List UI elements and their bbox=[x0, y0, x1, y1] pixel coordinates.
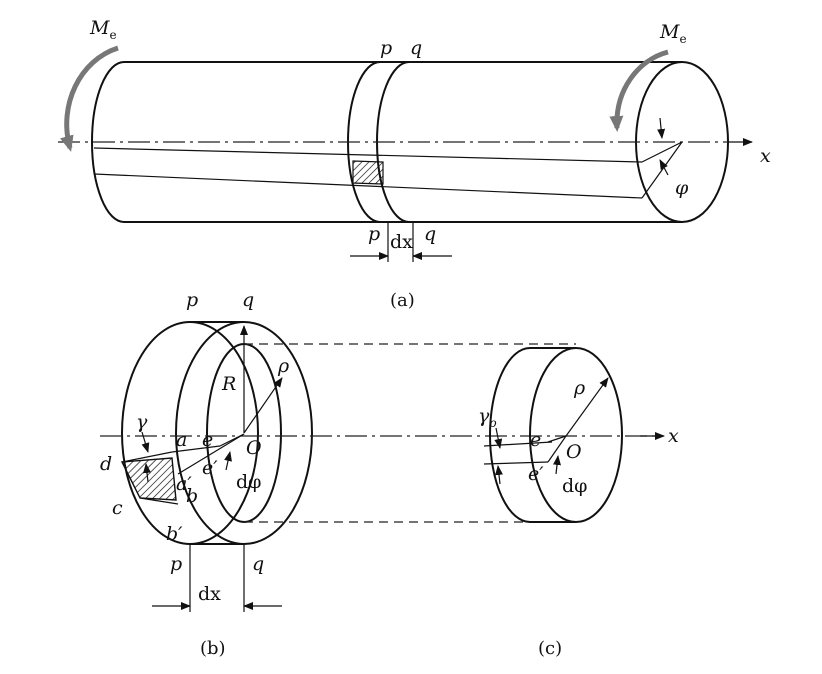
label-e-prime-b: e′ bbox=[202, 457, 218, 479]
radius-rho-arrow-b bbox=[243, 377, 283, 434]
line-gen-c bbox=[483, 441, 553, 447]
phi-pointer bbox=[659, 159, 669, 176]
label-b: b bbox=[186, 485, 198, 507]
caption-c: (c) bbox=[538, 638, 562, 659]
label-q-top: q bbox=[410, 37, 422, 59]
dphi-pointer-b bbox=[224, 451, 232, 471]
gamma-pointer bbox=[141, 431, 150, 453]
label-c: c bbox=[112, 497, 123, 519]
label-rho-c: ρ bbox=[573, 377, 586, 399]
line-aprime-O bbox=[177, 433, 245, 475]
moment-arrow-left bbox=[60, 45, 119, 152]
label-O-c: O bbox=[566, 441, 582, 463]
label-phi-a: φ bbox=[675, 177, 689, 199]
label-x-c: x bbox=[668, 425, 679, 447]
line-d-a bbox=[121, 451, 173, 463]
label-e-b: e bbox=[202, 429, 213, 451]
dphi-pointer-c bbox=[553, 455, 561, 475]
label-p-b-bottom: p bbox=[170, 553, 182, 575]
label-q-b-top: q bbox=[242, 289, 254, 311]
shaft-left-end bbox=[91, 61, 125, 223]
face-radius-twisted-a bbox=[641, 141, 683, 199]
shaft-figure-a: Me Me p q p q dx x φ (a) bbox=[58, 17, 771, 311]
ring-figure-b: p q R ρ γ a a′ e e′ O dφ d c b b′ p q dx… bbox=[100, 289, 660, 659]
cylinder-back bbox=[489, 347, 531, 523]
line-gen-twisted-c bbox=[483, 461, 549, 465]
label-p-b-top: p bbox=[186, 289, 198, 311]
line-a-e bbox=[171, 445, 221, 453]
label-R: R bbox=[221, 373, 236, 395]
label-e-prime-c: e′ bbox=[528, 463, 544, 485]
phi-pointer-top bbox=[657, 117, 666, 139]
line-eprime-O-c bbox=[547, 435, 567, 463]
label-b-prime: b′ bbox=[166, 523, 183, 545]
cylinder-figure-c: γρ ρ e e′ O dφ x (c) bbox=[478, 347, 679, 659]
generator-twisted bbox=[93, 173, 643, 199]
moment-arrow-right bbox=[609, 49, 669, 132]
label-gamma-rho: γρ bbox=[478, 405, 496, 430]
label-gamma: γ bbox=[136, 411, 148, 433]
label-q-bottom: q bbox=[424, 223, 436, 245]
moment-label-right: Me bbox=[659, 21, 687, 46]
label-a-prime: a′ bbox=[176, 473, 192, 495]
gamma-pointer-2 bbox=[143, 463, 151, 483]
hatched-element-b bbox=[120, 457, 177, 501]
line-e-O-c bbox=[547, 435, 567, 443]
label-q-b-bottom: q bbox=[252, 553, 264, 575]
label-O-b: O bbox=[246, 437, 262, 459]
label-a: a bbox=[176, 429, 187, 451]
caption-b: (b) bbox=[200, 638, 226, 659]
label-x-a: x bbox=[760, 145, 771, 167]
gamma-rho-pointer-2 bbox=[495, 465, 503, 485]
moment-label-left: Me bbox=[89, 17, 117, 42]
radius-rho-arrow-c bbox=[565, 377, 609, 437]
label-p-top: p bbox=[380, 37, 392, 59]
label-rho-b: ρ bbox=[277, 355, 290, 377]
gamma-rho-pointer bbox=[494, 427, 503, 449]
label-dphi-c: dφ bbox=[562, 475, 587, 497]
label-dx-a: dx bbox=[390, 231, 413, 253]
label-e-c: e bbox=[530, 429, 541, 451]
label-d: d bbox=[100, 453, 112, 475]
hatched-element-a bbox=[352, 160, 384, 185]
label-p-bottom: p bbox=[368, 223, 380, 245]
label-dphi-b: dφ bbox=[236, 471, 261, 493]
face-radius-a bbox=[641, 141, 683, 163]
caption-a: (a) bbox=[390, 290, 415, 311]
generator-original bbox=[93, 147, 643, 163]
label-dx-b: dx bbox=[198, 583, 221, 605]
